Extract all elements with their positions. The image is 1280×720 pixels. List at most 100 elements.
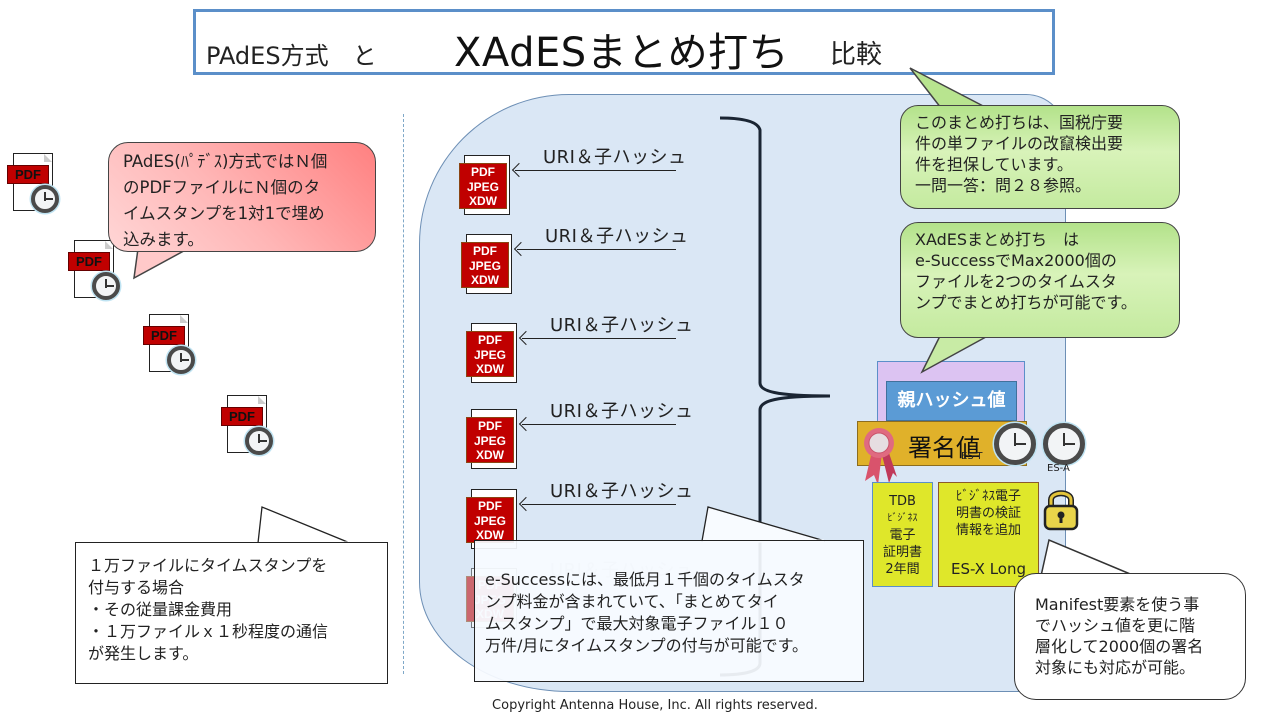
reference-arrow [522,424,676,425]
cost-line: ・１万ファイルｘ１秒程度の通信 [88,622,329,641]
cost-box-tail [257,506,351,545]
reference-arrow [522,504,676,505]
clock-icon [92,272,120,300]
pdf-label: PDF [221,407,263,426]
bubble-line: のPDFファイルにＮ個のタ [123,178,321,197]
file-type: PDF [471,165,495,179]
cost-line: ・その従量課金費用 [88,600,233,619]
bubble-line: Manifest要素を使う事 [1035,595,1200,614]
pades-explanation-bubble: PAdES(ﾊﾟﾃﾞｽ)方式ではＮ個 のPDFファイルにＮ個のタ イムスタンプを… [108,142,376,252]
signature-label: 署名値 [908,434,980,462]
lock-icon [1043,490,1079,531]
es-a-label: ES-A [1047,463,1070,474]
bubble-line: 込みます。 [123,230,204,249]
es-t-clock-icon [994,423,1036,465]
esuccess-line: ムスタンプ」で最大対象電子ファイル１０ [485,614,789,633]
bubble-line: 層化して2000個の署名 [1035,637,1204,656]
uri-child-hash-label: URI＆子ハッシュ [545,226,689,247]
uri-child-hash-label: URI＆子ハッシュ [543,147,687,168]
file-type: PDF [478,333,502,347]
uri-child-hash-label: URI＆子ハッシュ [550,401,694,422]
bubble-line: XAdESまとめ打ち は [915,230,1080,249]
file-type: XDW [471,273,499,287]
section-divider [403,114,404,674]
reference-arrow [517,249,676,250]
tdb-line: 証明書 [882,545,922,560]
tax-agency-note-bubble: このまとめ打ちは、国税庁要 件の単ファイルの改竄検出要 件を担保しています。 一… [900,105,1180,209]
bubble-line: 件を担保しています。 [915,155,1073,174]
title-box: PAdES方式 と XAdESまとめ打ち 比較 [193,9,1055,76]
title-xades: XAdESまとめ打ち [454,30,790,76]
clock-icon [245,427,273,455]
pdf-file-icon: PDF [7,153,59,213]
pdf-label: PDF [143,326,185,345]
award-ribbon-icon [864,428,897,485]
xades-capability-bubble: XAdESまとめ打ち は e-SuccessでMax2000個の ファイルを2つ… [900,222,1180,338]
file-type: JPEG [473,433,506,448]
es-x-long-label: ES-X Long [950,560,1026,578]
file-type: XDW [476,528,504,542]
cost-line: １万ファイルにタイムスタンプを [88,556,328,575]
clock-icon [31,185,59,213]
file-type: XDW [476,448,504,462]
bubble-line: ファイルを2つのタイムスタ [915,272,1117,291]
pdf-label: PDF [68,252,110,271]
file-type: PDF [478,419,502,433]
bubble-line: でハッシュ値を更に階 [1035,616,1196,635]
tdb-certificate-box: TDB ﾋﾞｼﾞﾈｽ 電子 証明書 2年間 [872,482,933,587]
validation-info-box: ﾋﾞｼﾞﾈｽ電子 明書の検証 情報を追加 ES-X Long [938,482,1039,587]
title-compare: 比較 [830,40,883,70]
parent-hash-value: 親ハッシュ値 [886,381,1017,421]
esuccess-line: ンプ料金が含まれていて、「まとめてタイ [485,592,779,611]
title-pades: PAdES方式 と [206,42,377,70]
validation-line: ﾋﾞｼﾞﾈｽ電子 [955,489,1021,504]
manifest-bubble: Manifest要素を使う事 でハッシュ値を更に階 層化して2000個の署名 対… [1014,573,1246,700]
file-type: JPEG [468,258,501,273]
es-t-label: ES-T [961,451,983,462]
file-type: JPEG [473,347,506,362]
tdb-line: TDB [889,494,916,509]
bubble-line: PAdES(ﾊﾟﾃﾞｽ)方式ではＮ個 [123,152,328,171]
bubble-line: このまとめ打ちは、国税庁要 [915,113,1124,132]
esuccess-line: 万件/月にタイムスタンプの付与が可能です。 [485,636,808,655]
esuccess-note-box: e-Successには、最低月１千個のタイムスタ ンプ料金が含まれていて、「まと… [474,540,864,682]
validation-line: 情報を追加 [955,523,1021,538]
bubble-line: 対象にも対応が可能。 [1035,658,1196,677]
file-type: PDF [473,244,497,258]
pdf-label: PDF [7,165,49,184]
uri-child-hash-label: URI＆子ハッシュ [550,315,694,336]
pdf-file-icon: PDF [221,395,273,455]
esuccess-box-tail [701,506,826,543]
reference-arrow [515,170,676,171]
cost-note-box: １万ファイルにタイムスタンプを 付与する場合 ・その従量課金費用 ・１万ファイル… [75,542,388,684]
bubble-line: ンプでまとめ打ちが可能です。 [915,293,1137,312]
file-type: XDW [469,194,497,208]
esuccess-line: e-Successには、最低月１千個のタイムスタ [485,570,805,589]
file-type: JPEG [466,179,499,194]
cost-line: が発生します。 [88,644,199,663]
file-type: XDW [476,362,504,376]
pdf-file-icon: PDF [143,314,195,374]
bubble-line: e-SuccessでMax2000個の [915,251,1117,270]
bubble-line: イムスタンプを1対1で埋め [123,204,325,223]
copyright-footer: Copyright Antenna House, Inc. All rights… [492,698,818,713]
bubble-line: 件の単ファイルの改竄検出要 [915,134,1124,153]
file-type: JPEG [473,513,506,528]
tdb-line: ﾋﾞｼﾞﾈｽ [887,513,918,524]
pdf-file-icon: PDF [68,240,120,300]
reference-arrow [522,338,676,339]
validation-line: 明書の検証 [955,506,1021,521]
tdb-line: 2年間 [885,562,920,577]
uri-child-hash-label: URI＆子ハッシュ [550,481,694,502]
clock-icon [167,346,195,374]
file-type: PDF [478,499,502,513]
